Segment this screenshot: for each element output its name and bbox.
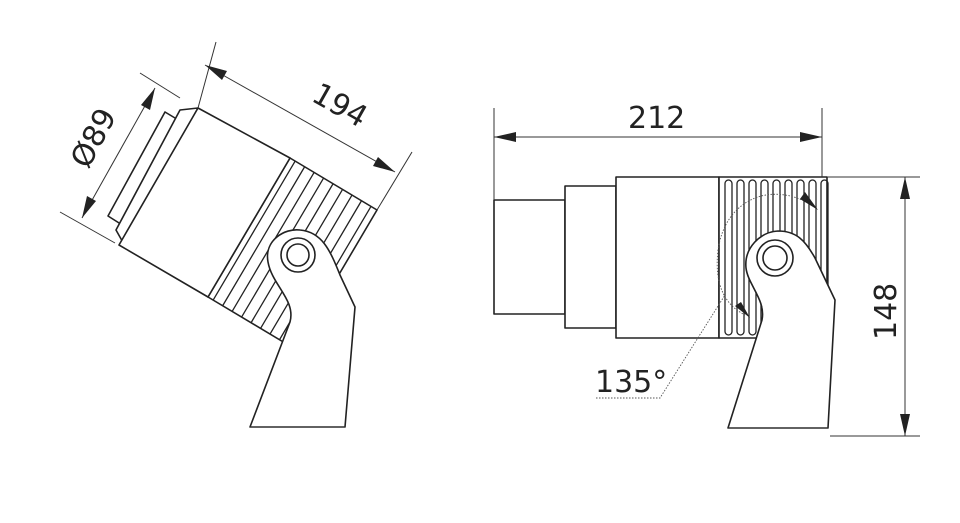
left-view-lamp <box>107 107 378 428</box>
arrow-icon <box>735 302 750 318</box>
right-front-cap <box>493 199 566 315</box>
dim-194-extension-b <box>376 151 413 211</box>
fin <box>222 166 306 307</box>
right-view-lamp <box>493 176 836 429</box>
dim-194-line <box>204 64 396 173</box>
dim-89-extension-b <box>59 211 116 244</box>
dim-194-label: 194 <box>306 77 373 136</box>
dim-89-line <box>81 87 156 219</box>
fin <box>212 160 296 301</box>
left-pivot-inner <box>286 243 310 267</box>
dim-194-extension-a <box>197 41 217 109</box>
angle-label: 135° <box>595 365 667 400</box>
arrow-icon <box>82 196 96 218</box>
dim-148-label: 148 <box>869 283 904 340</box>
right-main-body <box>615 176 720 339</box>
fin <box>724 179 733 336</box>
right-dimensions: 212 148 135° <box>493 101 920 437</box>
right-ring <box>564 185 617 329</box>
arrow-icon <box>494 132 516 142</box>
arrow-icon <box>800 192 818 210</box>
arrow-icon <box>800 132 822 142</box>
arrow-icon <box>373 157 395 172</box>
right-bracket <box>727 230 836 429</box>
dim-212-label: 212 <box>628 101 685 136</box>
angle-arc <box>716 193 813 316</box>
arrow-icon <box>141 88 155 110</box>
right-pivot-inner <box>762 245 788 271</box>
left-bracket <box>249 229 356 428</box>
left-main-body <box>118 107 291 298</box>
dim-89-extension-a <box>139 72 181 99</box>
angle-leader <box>596 294 726 399</box>
fin <box>736 179 745 336</box>
arrow-icon <box>205 65 227 80</box>
arrow-icon <box>900 414 910 436</box>
arrow-icon <box>900 177 910 199</box>
dim-89-label: Ø89 <box>64 103 124 174</box>
